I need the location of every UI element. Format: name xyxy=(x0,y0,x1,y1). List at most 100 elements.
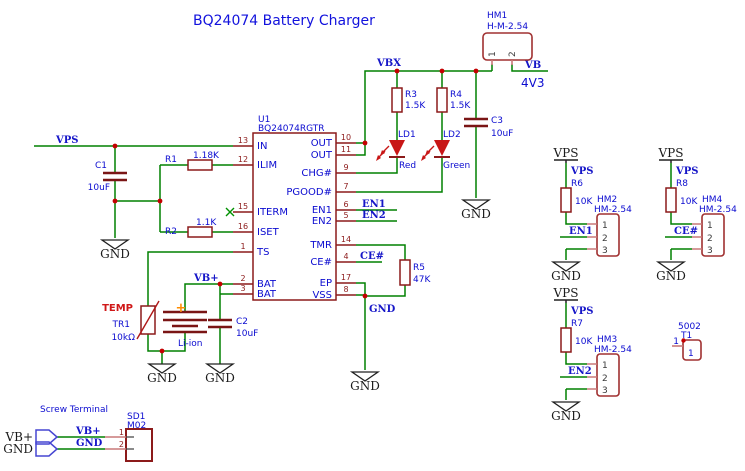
resistor-body[interactable] xyxy=(560,187,572,213)
connector-ref: SD1 xyxy=(127,412,145,422)
net-label-en2[interactable]: EN2 xyxy=(568,366,592,377)
component-battery[interactable]: + Li-ion xyxy=(163,301,207,349)
net-label-ce[interactable]: CE# xyxy=(360,251,384,262)
net-label-vbx[interactable]: VBX xyxy=(376,58,401,69)
port-gnd[interactable]: GND xyxy=(3,441,59,457)
connector-body[interactable] xyxy=(701,213,725,257)
component-c1[interactable]: C1 10uF xyxy=(88,161,127,193)
component-t1-testpoint[interactable]: 5002 T1 1 1 xyxy=(672,322,702,361)
component-c2[interactable]: C2 10uF xyxy=(208,317,258,339)
wire-screw-terminal[interactable] xyxy=(57,436,105,450)
wire-hm3-block[interactable] xyxy=(560,303,587,400)
component-hm1-connector[interactable]: HM1 H-M-2.54 1 2 xyxy=(482,11,533,65)
net-label-vps[interactable]: VPS xyxy=(570,306,594,317)
component-r3[interactable]: R3 1.5K xyxy=(391,87,426,113)
wire-out-vbx[interactable] xyxy=(356,70,492,156)
connector-value: HM-2.54 xyxy=(594,345,632,355)
resistor-value: 1.5K xyxy=(405,101,426,111)
schematic-title[interactable]: BQ24074 Battery Charger xyxy=(193,13,375,29)
net-label-vb[interactable]: VB xyxy=(524,60,541,71)
gnd-symbol[interactable]: GND xyxy=(550,261,582,283)
component-c3[interactable]: C3 10uF xyxy=(464,116,513,139)
component-r6[interactable]: R6 10K xyxy=(560,179,593,213)
component-u1-bq24074[interactable]: U1 BQ24074RGTR 13 12 15 16 1 2 3 10 11 9… xyxy=(225,115,356,301)
gnd-symbol[interactable]: GND xyxy=(550,401,582,423)
connector-body[interactable] xyxy=(596,353,620,397)
component-hm3-connector[interactable]: HM3 HM-2.54 1 2 3 xyxy=(587,335,632,397)
connector-body[interactable] xyxy=(482,32,533,61)
resistor-ref: R1 xyxy=(165,155,177,165)
component-r2[interactable]: R2 1.1K xyxy=(165,218,217,238)
net-label-gnd[interactable]: GND xyxy=(76,438,103,449)
connector-pin-stubs xyxy=(491,60,513,65)
component-r1[interactable]: R1 1.18K xyxy=(165,151,220,171)
ic-ref: U1 xyxy=(258,115,270,125)
component-r8[interactable]: R8 10K xyxy=(665,179,698,213)
resistor-body[interactable] xyxy=(187,226,213,238)
wire-tmr-r5-gnd[interactable] xyxy=(356,244,406,370)
capacitor-plates[interactable] xyxy=(208,318,232,329)
net-label-vbplus[interactable]: VB+ xyxy=(75,426,101,437)
connector-body[interactable] xyxy=(596,213,620,257)
gnd-symbol[interactable]: GND xyxy=(99,239,131,261)
wire-battery[interactable] xyxy=(162,283,233,352)
net-label-vps[interactable]: VPS xyxy=(570,166,594,177)
battery-plates[interactable] xyxy=(163,310,207,334)
component-ld1[interactable]: LD1 Red xyxy=(376,130,416,171)
component-tr1-thermistor[interactable]: TEMP TR1 10kΩ xyxy=(102,300,160,343)
vps-power-flag[interactable]: VPS VPS xyxy=(553,146,594,177)
wire-chg-ld1[interactable] xyxy=(356,71,398,174)
wire-en1-en2[interactable] xyxy=(356,209,397,222)
vps-power-flag[interactable]: VPS VPS xyxy=(553,286,594,317)
gnd-symbol[interactable]: GND xyxy=(655,261,687,283)
net-label-ce[interactable]: CE# xyxy=(674,226,698,237)
net-label-vps[interactable]: VPS xyxy=(55,135,79,146)
gnd-symbol[interactable]: GND xyxy=(146,363,178,385)
port-label: VB+ xyxy=(4,430,33,444)
net-label-vps[interactable]: VPS xyxy=(675,166,699,177)
resistor-value: 1.5K xyxy=(450,101,471,111)
capacitor-plates[interactable] xyxy=(464,117,488,128)
gnd-symbol[interactable]: GND xyxy=(460,199,492,221)
wire-pgood-ld2[interactable] xyxy=(356,71,443,193)
connector-pin-stubs xyxy=(692,223,702,250)
net-label-en2[interactable]: EN2 xyxy=(362,210,386,221)
component-ld2[interactable]: LD2 Green xyxy=(421,130,470,171)
wire-hm4-block[interactable] xyxy=(665,163,692,260)
component-hm4-connector[interactable]: HM4 HM-2.54 1 2 3 xyxy=(692,195,737,257)
voltage-annotation[interactable]: 4V3 xyxy=(521,76,544,90)
gnd-symbol[interactable]: GND xyxy=(349,371,381,393)
component-r7[interactable]: R7 10K xyxy=(560,319,593,353)
resistor-body[interactable] xyxy=(391,87,403,113)
wire-r1-r2-branch[interactable] xyxy=(159,164,233,233)
component-hm2-connector[interactable]: HM2 HM-2.54 1 2 3 xyxy=(587,195,632,257)
wire-c1-branch[interactable] xyxy=(114,146,160,238)
connector-body[interactable] xyxy=(125,428,153,462)
capacitor-ref: C1 xyxy=(95,161,107,171)
resistor-ref: R6 xyxy=(571,179,583,189)
pin-number: 16 xyxy=(238,222,248,231)
gnd-symbol[interactable]: GND xyxy=(204,363,236,385)
net-label-en1[interactable]: EN1 xyxy=(362,199,386,210)
resistor-body[interactable] xyxy=(560,327,572,353)
component-r4[interactable]: R4 1.5K xyxy=(436,87,471,113)
component-sd1-connector[interactable]: SD1 M02 1 2 xyxy=(105,412,153,462)
testpoint-body[interactable] xyxy=(682,339,702,361)
ic-body[interactable] xyxy=(252,132,337,301)
net-label-en1[interactable]: EN1 xyxy=(569,226,593,237)
pin-name: EP xyxy=(320,278,332,289)
ic-pin-stubs-right xyxy=(336,142,356,296)
capacitor-plates[interactable] xyxy=(103,171,127,182)
resistor-body[interactable] xyxy=(187,159,213,171)
resistor-body[interactable] xyxy=(436,87,448,113)
resistor-body[interactable] xyxy=(399,259,411,286)
wire-hm1-pins[interactable] xyxy=(491,64,548,72)
net-label-gnd[interactable]: GND xyxy=(369,304,396,315)
net-label-vbplus[interactable]: VB+ xyxy=(193,273,219,284)
pin-number: 12 xyxy=(238,155,248,164)
vps-power-flag[interactable]: VPS VPS xyxy=(658,146,699,177)
resistor-body[interactable] xyxy=(665,187,677,213)
component-r5[interactable]: R5 47K xyxy=(399,259,431,286)
wire-hm2-block[interactable] xyxy=(560,163,587,260)
junction-dot xyxy=(362,293,368,299)
